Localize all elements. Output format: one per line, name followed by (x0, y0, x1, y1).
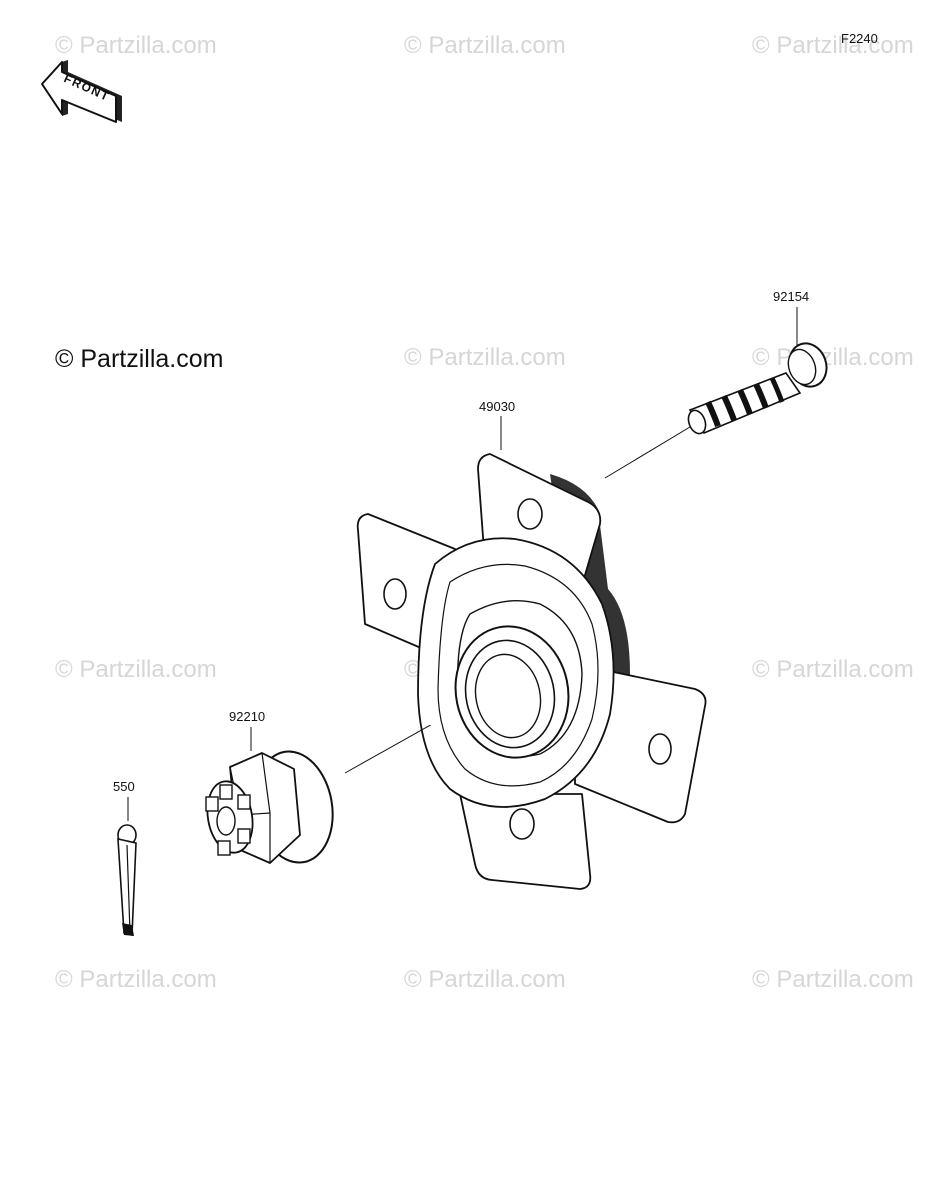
watermark: © Partzilla.com (752, 32, 914, 59)
front-arrow-icon: FRONT (41, 60, 122, 123)
watermark: © Partzilla.com (404, 32, 566, 59)
part-92154-bolt[interactable] (590, 305, 840, 485)
part-label-550[interactable]: 550 (113, 779, 135, 794)
watermark-main: © Partzilla.com (55, 345, 224, 373)
part-550-cotter-pin[interactable] (100, 795, 160, 940)
watermark: © Partzilla.com (55, 656, 217, 683)
part-label-92210[interactable]: 92210 (229, 709, 266, 724)
watermark: © Partzilla.com (752, 656, 914, 683)
watermark: © Partzilla.com (752, 966, 914, 993)
watermark: © Partzilla.com (55, 966, 217, 993)
watermark: © Partzilla.com (752, 344, 914, 371)
part-49030-hub[interactable] (340, 414, 730, 894)
part-label-92154[interactable]: 92154 (773, 289, 810, 304)
watermark: © Partzilla.com (55, 32, 217, 59)
part-label-49030[interactable]: 49030 (479, 399, 516, 414)
watermark: © Partzilla.com (404, 344, 566, 371)
part-92210-castle-nut[interactable] (190, 725, 480, 885)
diagram-code: F2240 (841, 31, 878, 46)
watermark: © Partzilla.com (404, 966, 566, 993)
